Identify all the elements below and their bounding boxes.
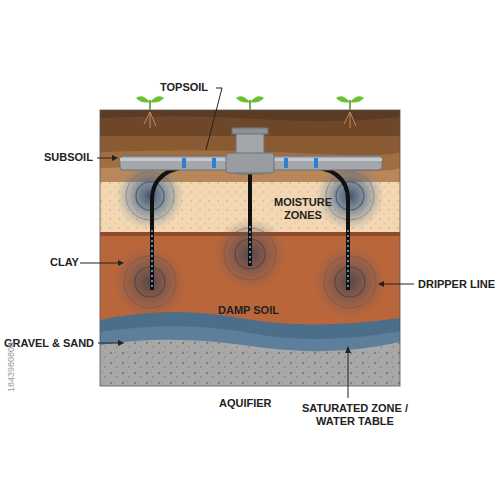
zone-label: MOISTURE ZONES: [268, 196, 338, 221]
dripper-line: [152, 166, 348, 290]
leader-line: [80, 88, 414, 398]
layer-label: CLAY: [50, 256, 79, 269]
soil-layers: [100, 110, 400, 386]
supply-pipe: [120, 128, 382, 174]
watermark: 1843980808: [6, 342, 16, 392]
plant: [136, 96, 364, 128]
layer-label: SATURATED ZONE / WATER TABLE: [300, 402, 410, 427]
layer-label: AQUIFIER: [219, 397, 272, 410]
layer-label: GRAVEL & SAND: [4, 337, 94, 350]
zone-label: DAMP SOIL: [218, 304, 279, 317]
layer-label: SUBSOIL: [44, 151, 93, 164]
moisture-zone: [114, 162, 386, 318]
arrow-head: [112, 155, 384, 353]
layer-label: TOPSOIL: [160, 81, 208, 94]
part-label: DRIPPER LINE: [418, 278, 495, 291]
